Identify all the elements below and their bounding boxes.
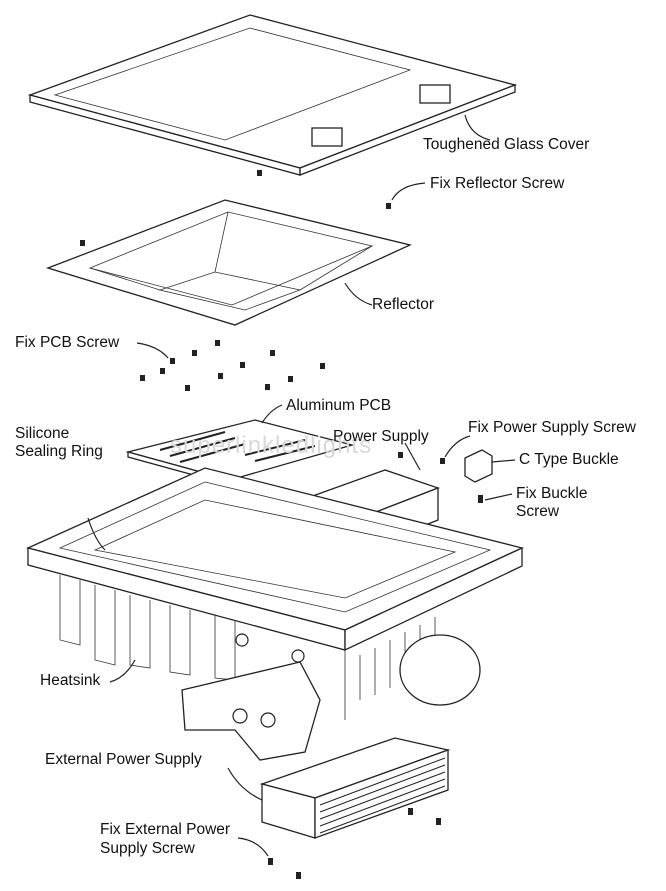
fix-pcb-screw-leader	[136, 342, 169, 359]
reflector-leader	[344, 282, 373, 306]
power-supply-screws	[398, 452, 483, 503]
c-type-buckle-leader	[491, 459, 516, 463]
label-external-power-supply: External Power Supply	[45, 751, 202, 768]
mounting-bracket-part	[181, 633, 481, 761]
reflector-screws	[80, 170, 391, 246]
label-aluminum-pcb: Aluminum PCB	[286, 397, 392, 414]
label-fix-reflector-screw: Fix Reflector Screw	[430, 175, 565, 192]
label-glass-cover: Toughened Glass Cover	[423, 136, 590, 153]
label-fix-buckle-line2: Screw	[516, 503, 560, 520]
label-fix-buckle-line1: Fix Buckle	[516, 485, 588, 502]
heatsink-leader	[109, 659, 136, 683]
fix-buckle-screw-leader	[484, 493, 513, 501]
label-power-supply: Power Supply	[333, 428, 429, 445]
label-fix-ext-line2: Supply Screw	[100, 840, 195, 857]
c-type-buckle-part	[464, 449, 493, 483]
housing-part	[26, 467, 524, 720]
fix-reflector-screw-leader	[391, 182, 426, 201]
label-silicone-line2: Sealing Ring	[15, 443, 103, 460]
external-supply-screws	[268, 808, 441, 879]
reflector-part	[46, 199, 412, 326]
label-reflector: Reflector	[372, 296, 435, 313]
aluminum-pcb-leader	[261, 404, 283, 424]
pcb-screws	[140, 340, 325, 391]
label-fix-pcb-screw: Fix PCB Screw	[15, 334, 120, 351]
fix-external-screw-leader	[237, 837, 269, 857]
power-supply-leader	[404, 442, 421, 471]
label-silicone-line1: Silicone	[15, 425, 70, 442]
fix-power-supply-screw-leader	[444, 435, 471, 458]
watermark: superlinkledlights	[170, 432, 373, 459]
label-heatsink: Heatsink	[40, 672, 101, 689]
label-c-type-buckle: C Type Buckle	[519, 451, 619, 468]
label-fix-power-supply-screw: Fix Power Supply Screw	[468, 419, 636, 436]
external-power-supply-leader	[227, 767, 263, 801]
glass-cover-leader	[464, 114, 491, 141]
label-fix-ext-line1: Fix External Power	[100, 821, 231, 838]
silicone-ring-leader	[87, 517, 106, 551]
glass-cover-part	[27, 14, 518, 176]
external-power-supply-part	[259, 737, 451, 839]
